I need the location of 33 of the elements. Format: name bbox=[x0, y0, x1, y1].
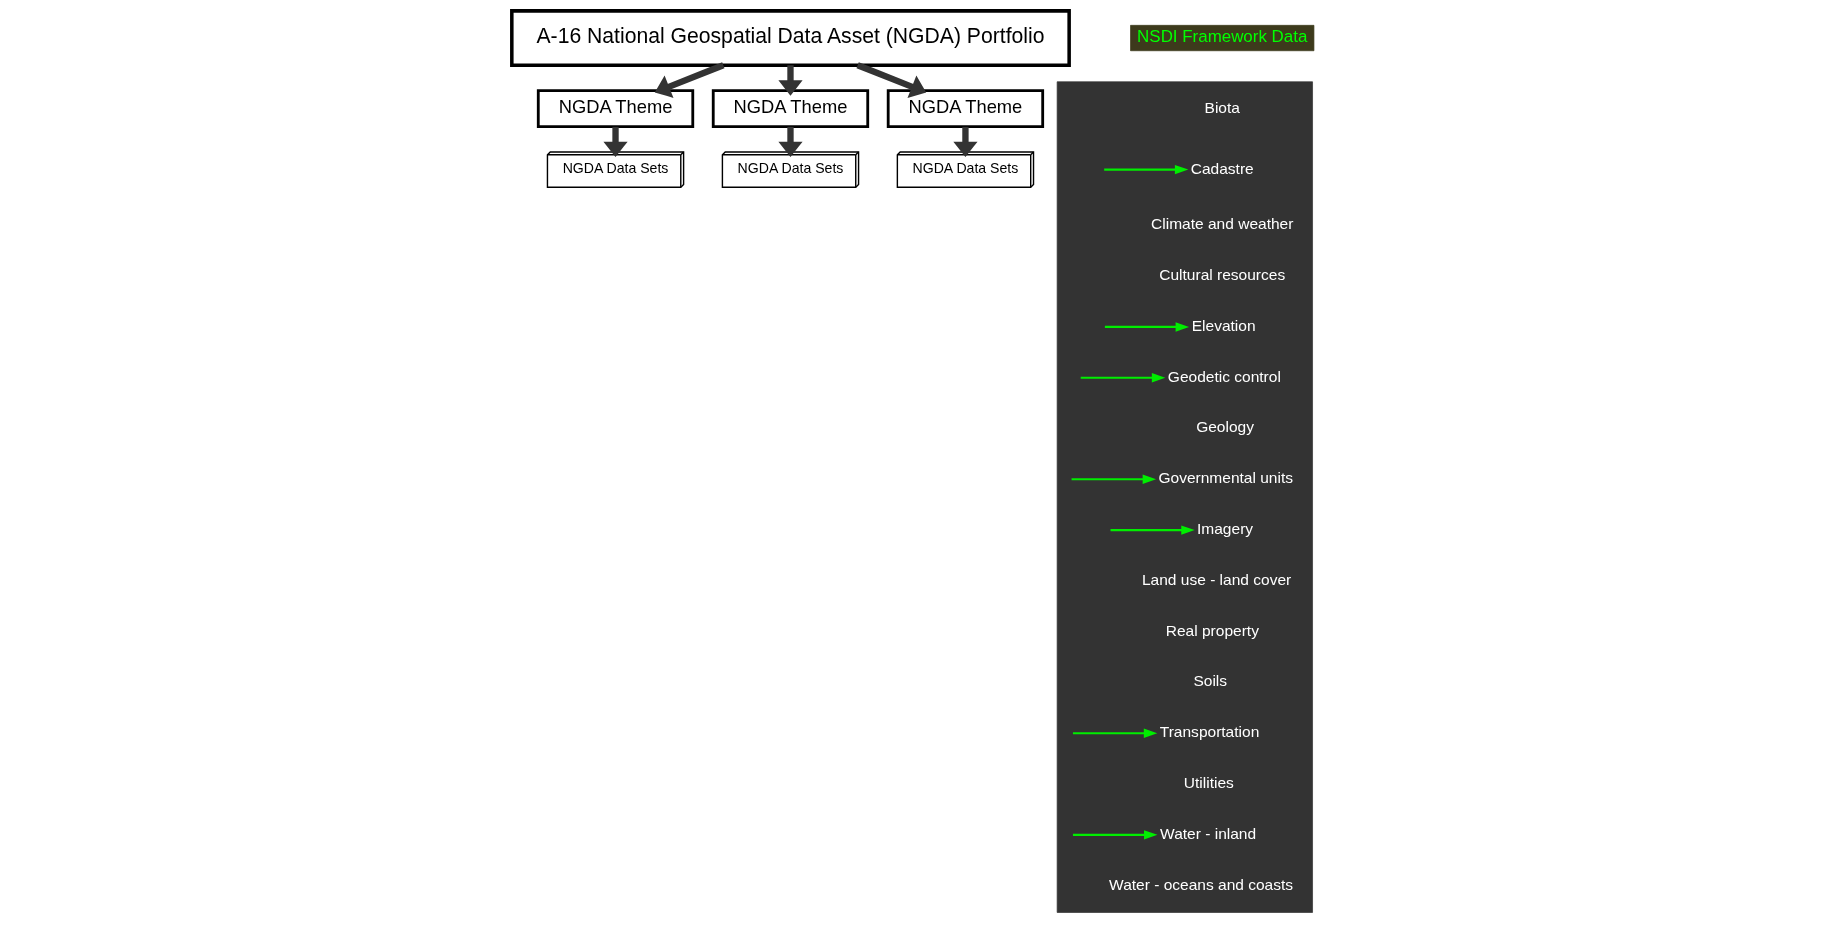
node-text: Elevation bbox=[1191, 316, 1256, 334]
arrow bbox=[1104, 322, 1189, 332]
node-text: Real property bbox=[1165, 621, 1259, 639]
node-text: Biota bbox=[1204, 98, 1240, 116]
node-box: NSDI Framework Data bbox=[1129, 25, 1314, 52]
node-box: NGDA Theme bbox=[886, 89, 1044, 128]
node-text: Utilities bbox=[1183, 774, 1234, 792]
node-text: Climate and weather bbox=[1150, 215, 1293, 233]
node-box: NGDA Theme bbox=[711, 89, 869, 128]
arrow bbox=[777, 65, 803, 96]
arrow bbox=[1110, 525, 1195, 535]
arrow bbox=[952, 126, 978, 157]
node-text: Transportation bbox=[1159, 723, 1259, 741]
node-box: A-16 National Geospatial Data Asset (NGDA) Portfolio bbox=[509, 9, 1071, 67]
cluster bbox=[1056, 81, 1313, 913]
node-text: Governmental units bbox=[1157, 469, 1293, 487]
node-text: Water - oceans and coasts bbox=[1108, 875, 1293, 893]
arrow bbox=[1080, 373, 1165, 383]
node-text: Water - inland bbox=[1159, 824, 1256, 842]
node-text: Imagery bbox=[1196, 520, 1253, 538]
arrow bbox=[1072, 728, 1157, 738]
arrow bbox=[1072, 830, 1157, 840]
node-text: Land use - land cover bbox=[1141, 570, 1291, 588]
arrow bbox=[1103, 164, 1188, 175]
node-text: Geology bbox=[1195, 418, 1254, 436]
node-text: Cultural resources bbox=[1158, 266, 1285, 284]
arrow bbox=[1071, 474, 1156, 484]
node-text: Cadastre bbox=[1190, 159, 1254, 177]
node-box: NGDA Theme bbox=[536, 89, 694, 128]
node-text: Geodetic control bbox=[1167, 367, 1281, 385]
arrow bbox=[777, 126, 803, 157]
arrow bbox=[602, 126, 628, 157]
node-text: Soils bbox=[1192, 672, 1227, 690]
